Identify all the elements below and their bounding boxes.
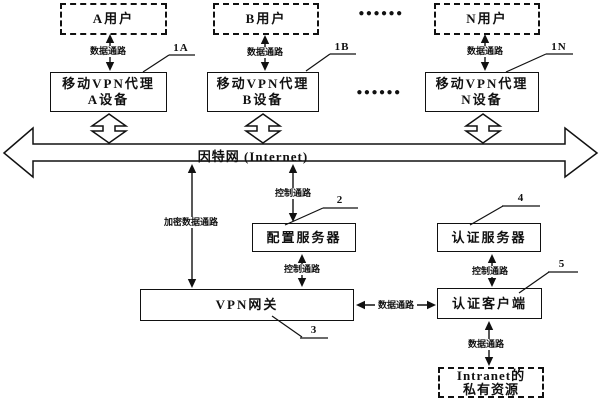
encrypted-data-path-label: 加密数据通路 [159,217,223,228]
control-path-label-auth: 控制通路 [469,266,511,277]
proxy-a-line2: A设备 [87,92,130,107]
data-path-label-client-intranet: 数据通路 [465,339,507,350]
intranet-line1: Intranet的 [456,367,526,383]
intranet-line2: 私有资源 [462,381,519,397]
callout-1n: 1N [551,41,567,53]
proxy-n-box: 移动VPN代理 N设备 [425,72,539,112]
control-path-label-top: 控制通路 [272,188,314,199]
proxy-n-line2: N设备 [461,92,503,107]
control-path-label-config: 控制通路 [281,264,323,275]
user-n-box: N用户 [434,3,540,35]
user-b-label: B用户 [245,11,287,26]
data-path-label-a: 数据通路 [88,46,128,57]
proxies-ellipsis-dots: ●●●●●● [356,87,402,98]
data-path-label-n: 数据通路 [465,46,505,57]
auth-client-box: 认证客户端 [437,288,542,319]
user-n-label: N用户 [466,11,508,26]
callout-1a: 1A [173,42,189,54]
data-path-label-gateway-client: 数据通路 [375,300,417,311]
callout-4: 4 [517,192,525,204]
callout-5: 5 [558,258,566,270]
config-server-label: 配置服务器 [266,229,342,245]
users-ellipsis-dots: ●●●●●● [358,8,404,19]
internet-label: 因特网 (Internet) [197,149,309,164]
auth-server-box: 认证服务器 [437,223,541,252]
callout-3: 3 [310,324,318,336]
proxy-b-line1: 移动VPN代理 [216,76,310,91]
user-a-label: A用户 [92,11,135,26]
user-a-box: A用户 [60,3,167,35]
auth-client-label: 认证客户端 [451,295,527,311]
config-server-box: 配置服务器 [252,223,356,252]
intranet-box: Intranet的 私有资源 [438,367,544,398]
proxy-b-line2: B设备 [242,92,284,107]
proxy-a-line1: 移动VPN代理 [62,76,155,91]
callout-1b: 1B [334,41,350,53]
vpn-gateway-box: VPN网关 [140,289,354,321]
proxy-b-box: 移动VPN代理 B设备 [207,72,319,112]
proxy-a-box: 移动VPN代理 A设备 [50,72,167,112]
auth-server-label: 认证服务器 [451,229,527,245]
vpn-gateway-label: VPN网关 [215,297,279,312]
user-b-box: B用户 [213,3,319,35]
data-path-label-b: 数据通路 [245,47,285,58]
callout-2: 2 [336,194,344,206]
proxy-n-line1: 移动VPN代理 [435,76,529,91]
